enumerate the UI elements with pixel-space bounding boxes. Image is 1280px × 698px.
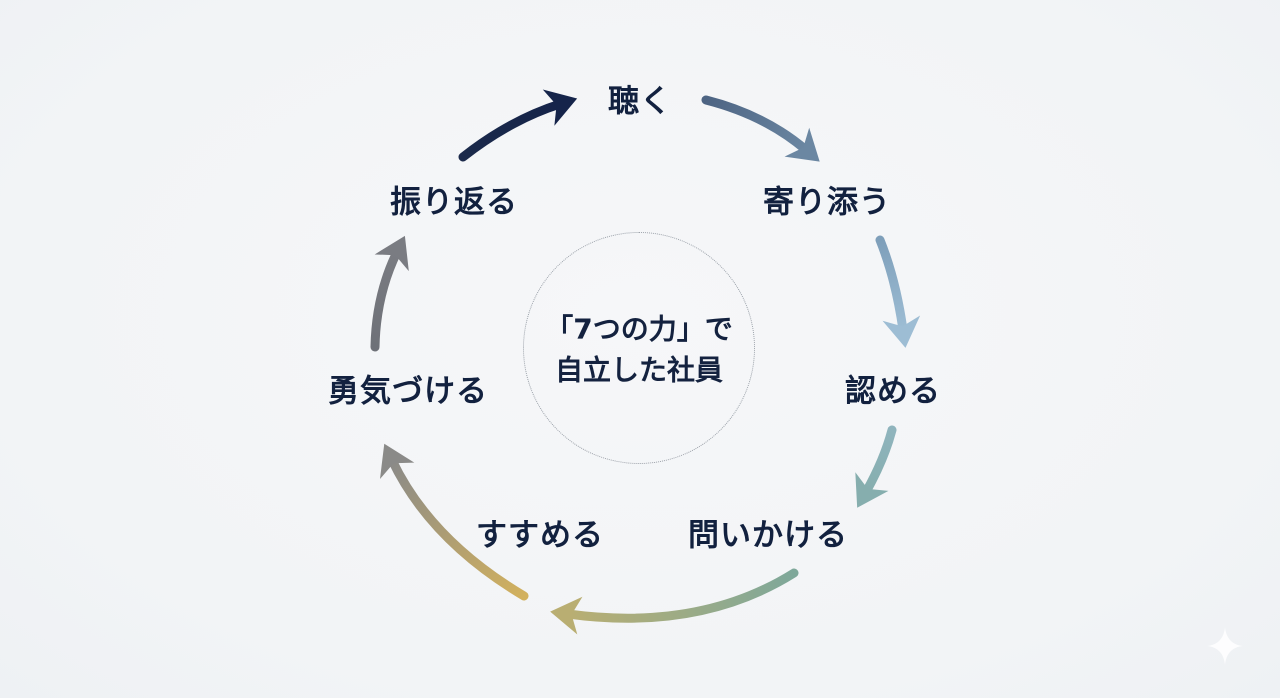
center-text-line2: 自立した社員: [554, 353, 724, 386]
node-ask: 問いかける: [688, 517, 848, 554]
center-text-line1: 「7つの力」で: [545, 312, 733, 346]
arrow-shaft: [875, 235, 908, 335]
arrow-head: [784, 127, 820, 162]
arrow-ask-to-recommend: [550, 568, 799, 635]
arrow-listen-to-empathize: [701, 95, 820, 162]
node-reflect: 振り返る: [390, 184, 518, 221]
arrow-acknowledge-to-ask: [855, 425, 897, 508]
sparkle-icon: [1207, 627, 1243, 665]
arrow-shaft: [563, 568, 799, 623]
node-empathize: 寄り添う: [763, 184, 891, 221]
node-encourage: 勇気づける: [328, 373, 488, 410]
center-text: 「7つの力」で 自立した社員: [545, 309, 732, 390]
node-listen: 聴く: [608, 83, 672, 120]
arrow-head: [542, 89, 578, 126]
arrow-head: [855, 472, 889, 508]
arrow-shaft: [701, 95, 811, 155]
arrow-head: [882, 315, 921, 348]
arrow-shaft: [861, 425, 897, 497]
node-acknowledge: 認める: [845, 373, 941, 410]
arrow-encourage-to-reflect: [370, 235, 409, 352]
arrow-empathize-to-acknowledge: [875, 235, 921, 348]
arrow-shaft: [387, 455, 529, 601]
node-recommend: すすめる: [476, 517, 604, 554]
arrow-head: [550, 596, 583, 635]
center-dotted-circle: [523, 232, 755, 464]
arrow-reflect-to-listen: [458, 89, 578, 162]
arrow-shaft: [458, 99, 565, 162]
arrow-shaft: [370, 247, 402, 352]
arrow-head: [379, 443, 415, 479]
arrow-recommend-to-encourage: [379, 443, 529, 601]
arrow-head: [374, 235, 409, 272]
